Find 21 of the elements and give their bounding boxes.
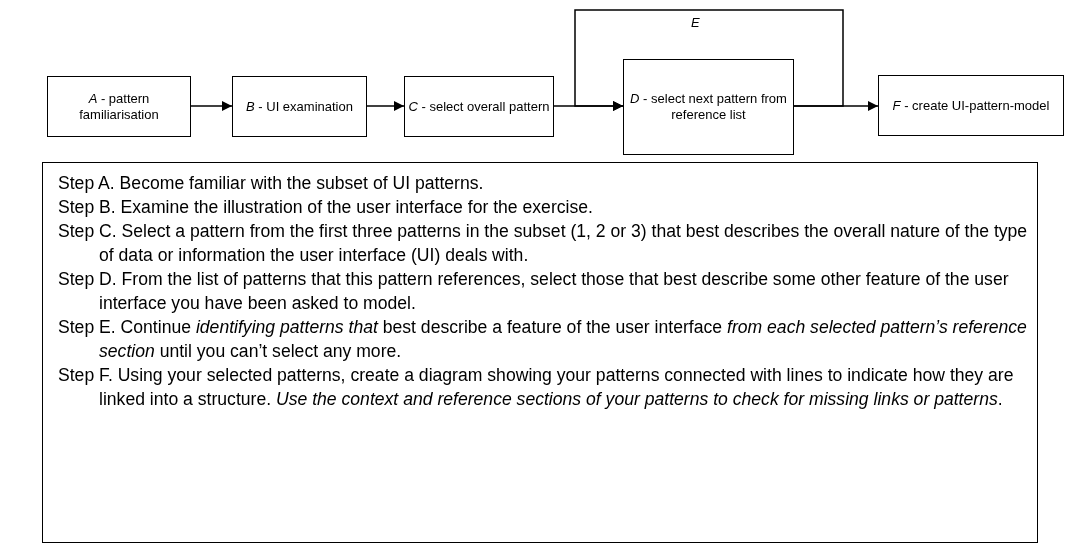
box-label: C - select overall pattern [408, 98, 550, 115]
steps-panel [42, 162, 1038, 543]
arrow [190, 101, 233, 111]
process-box [47, 76, 191, 137]
step-text: Step E. Continue identifying patterns that best describe a feature of the user interface from each selected pattern’s reference section until you can’t select any more. [58, 316, 1028, 363]
step-text: Step F. Using your selected patterns, create a diagram showing your patterns connected with lines to indicate how they are linked into a structure. Use the context and reference sections of your patterns to check for missing links or patterns. [58, 364, 1015, 411]
box-label: F - create UI-pattern-model [892, 97, 1050, 114]
edge-label: E [691, 16, 700, 29]
arrow [574, 9, 844, 111]
process-box [623, 59, 794, 155]
process-box [404, 76, 554, 137]
step-text: Step D. From the list of patterns that this pattern references, select those that best describe some other feature of the user interface you have been asked to model. [58, 268, 1010, 315]
box-label: B - UI examination [246, 98, 353, 115]
box-label: D - select next pattern from reference list [629, 91, 788, 123]
process-box [232, 76, 367, 137]
arrow [366, 101, 405, 111]
step-text: Step C. Select a pattern from the first three patterns in the subset (1, 2 or 3) that best describes the overall nature of the type of data or information the user interface (UI) deals with. [58, 220, 1029, 267]
step-text: Step A. Become familiar with the subset of UI patterns. [58, 172, 485, 195]
process-box [878, 75, 1064, 136]
box-label: A - pattern familiarisation [78, 90, 160, 123]
step-text: Step B. Examine the illustration of the user interface for the exercise. [58, 196, 594, 219]
